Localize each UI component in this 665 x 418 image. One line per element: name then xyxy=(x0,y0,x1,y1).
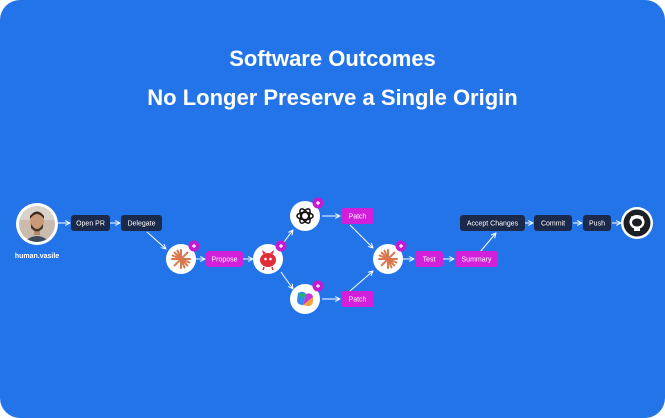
propose-label: Propose xyxy=(211,257,237,264)
arrow-agent-b-agent-d xyxy=(280,271,293,289)
step-commit: Commit xyxy=(534,215,572,231)
accept-changes-label: Accept Changes xyxy=(467,221,519,228)
step-open-pr: Open PR xyxy=(71,215,110,231)
step-patch-bottom: Patch xyxy=(341,291,374,307)
red-bird-agent-icon xyxy=(260,250,276,271)
arrow-patch-bottom-agent-e xyxy=(349,271,373,292)
step-accept-changes: Accept Changes xyxy=(460,215,525,231)
open-pr-label: Open PR xyxy=(76,221,105,228)
step-patch-top: Patch xyxy=(341,208,374,224)
arrow-patch-top-agent-e xyxy=(349,224,373,248)
step-summary: Summary xyxy=(455,251,498,267)
openai-knot-icon xyxy=(296,208,314,224)
agent-e-node xyxy=(373,240,407,274)
claude-sparkle-icon xyxy=(378,249,398,269)
agent-b-node xyxy=(253,240,287,274)
arrow-delegate-agent-a xyxy=(146,231,166,249)
test-label: Test xyxy=(423,257,436,264)
title-line-2: No Longer Preserve a Single Origin xyxy=(147,85,518,110)
summary-label: Summary xyxy=(462,257,492,264)
user-name-label: human.vasile xyxy=(15,253,59,260)
patch-top-label: Patch xyxy=(349,214,367,221)
agent-c-node xyxy=(290,197,324,231)
agent-d-node xyxy=(290,280,324,314)
commit-label: Commit xyxy=(541,221,565,228)
step-test: Test xyxy=(415,251,443,267)
arrow-summary-accept xyxy=(479,233,496,253)
patch-bottom-label: Patch xyxy=(349,297,367,304)
copilot-icon xyxy=(297,291,313,306)
title-line-1: Software Outcomes xyxy=(229,46,436,71)
push-label: Push xyxy=(589,221,605,228)
user-avatar xyxy=(16,203,58,245)
step-propose: Propose xyxy=(206,251,243,267)
step-delegate: Delegate xyxy=(121,215,162,231)
delegate-label: Delegate xyxy=(127,221,155,228)
agent-a-node xyxy=(166,240,200,274)
github-node xyxy=(621,207,653,239)
claude-sparkle-icon xyxy=(171,249,191,269)
step-push: Push xyxy=(583,215,611,231)
